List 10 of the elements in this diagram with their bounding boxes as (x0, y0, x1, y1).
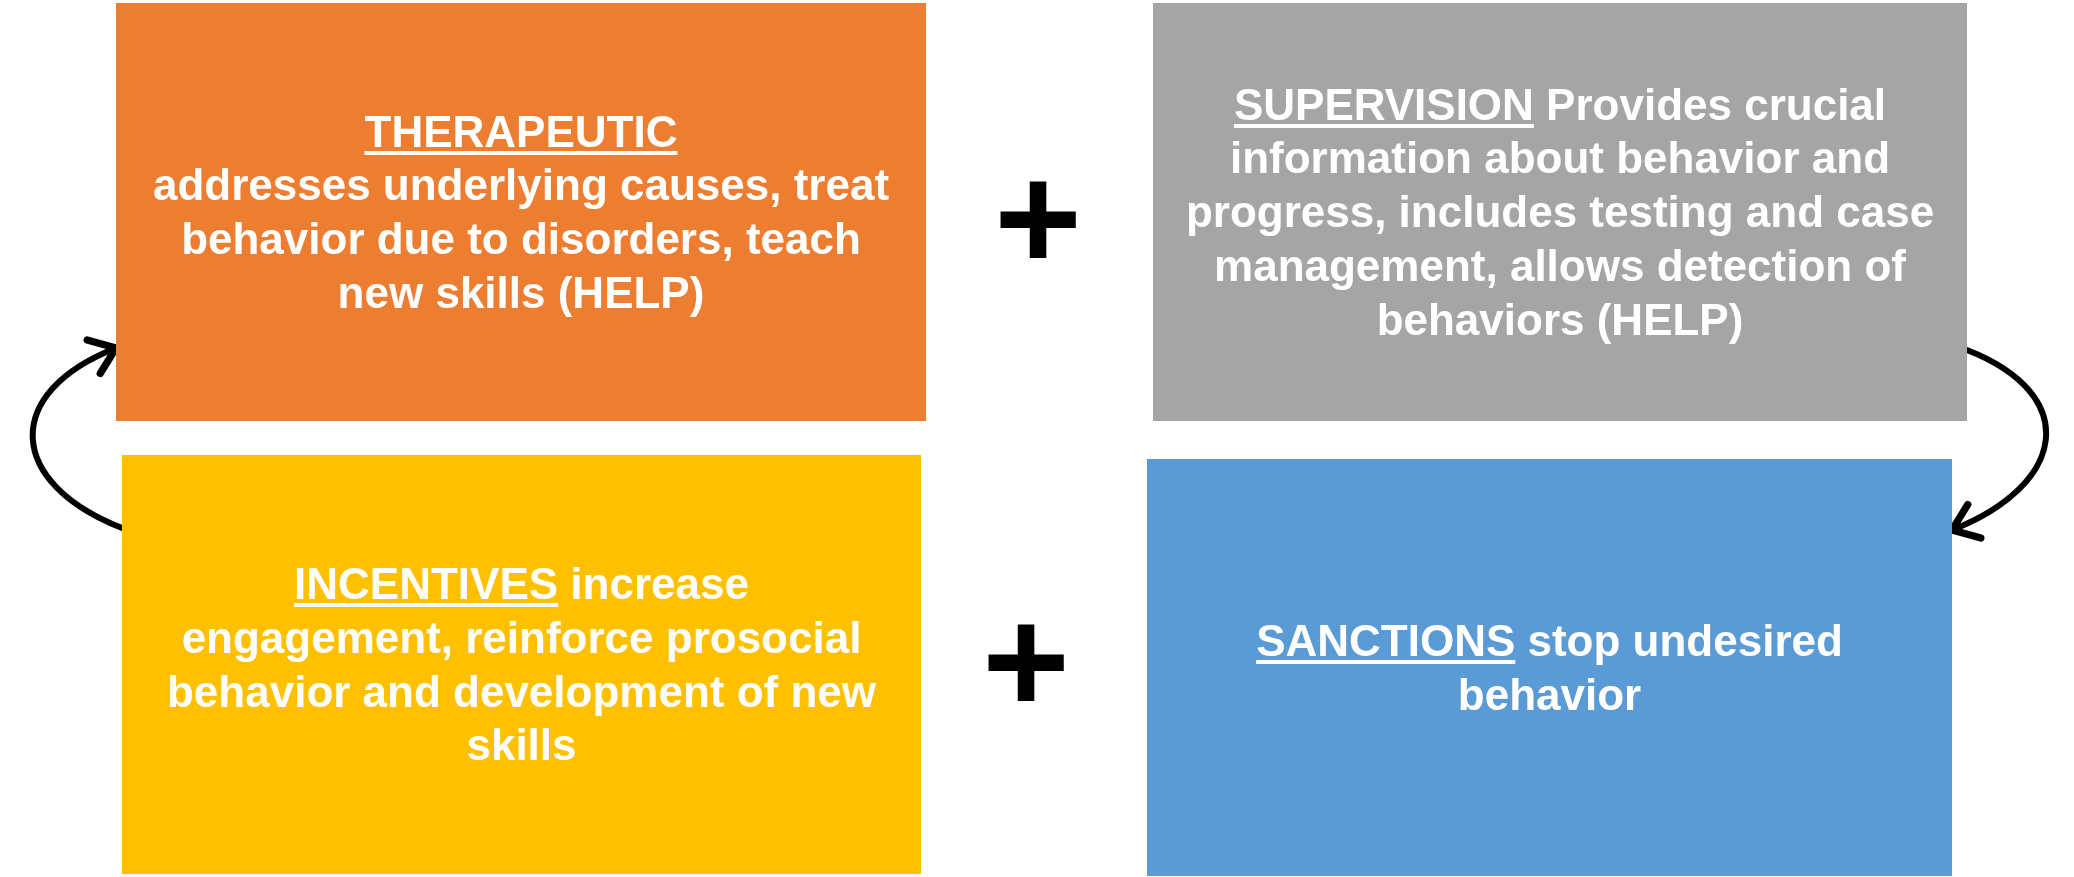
box-text: THERAPEUTIC addresses underlying causes, treat behavior due to disorders, teach new skills (HELP) (151, 105, 891, 319)
box-text: SUPERVISION Provides crucial information about behavior and progress, includes testing and case management, allows detection of behaviors (HELP) (1185, 78, 1935, 346)
box-text: SANCTIONS stop undesired behavior (1255, 614, 1844, 721)
category-box (1147, 459, 1952, 876)
plus-sign: + (982, 586, 1070, 736)
box-text: INCENTIVES increase engagement, reinforce prosocial behavior and development of new skills (166, 558, 877, 772)
plus-sign: + (994, 143, 1082, 293)
category-box (122, 455, 921, 874)
category-box (116, 3, 926, 421)
category-box (1153, 3, 1967, 421)
